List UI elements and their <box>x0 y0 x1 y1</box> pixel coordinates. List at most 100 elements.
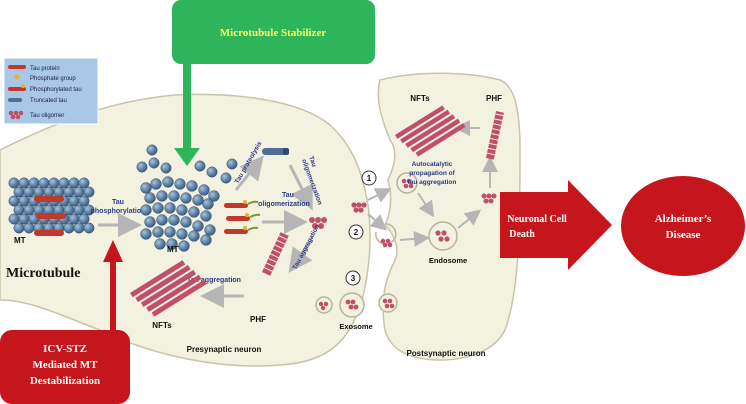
tubulin-subunit <box>18 213 30 225</box>
phf-fibril-right <box>486 111 504 160</box>
tubulin-subunit <box>43 186 55 198</box>
tubulin-subunit <box>204 224 216 236</box>
tubulin-subunit <box>144 216 156 228</box>
uptake-vesicle-1 <box>396 172 418 194</box>
legend-label: Phosphate group <box>30 76 76 82</box>
postsynaptic-neuron-label: Postsynaptic neuron <box>406 349 485 358</box>
nft-tangles-left <box>130 260 207 317</box>
microtubule-stabilizer-label: Microtubule Stabilizer <box>220 27 327 39</box>
tubulin-subunit <box>150 178 162 190</box>
aggregation-arrow <box>288 239 314 273</box>
tau-protein <box>34 230 64 236</box>
tubulin-subunit <box>178 240 190 252</box>
autocatalytic-label: propagation of <box>409 170 455 177</box>
tubulin-subunit <box>8 177 20 189</box>
tubulin-subunit <box>174 178 186 190</box>
tubulin-subunit <box>28 177 40 189</box>
phf-left-label: PHF <box>250 315 266 324</box>
tubulin-subunit <box>226 158 238 170</box>
tubulin-subunit <box>202 198 214 210</box>
endosome-out-arrow <box>457 209 482 229</box>
tau-protein-icon <box>8 65 26 69</box>
step-3-marker: 3 <box>345 270 361 286</box>
tubulin-subunit <box>176 228 188 240</box>
postsynaptic-bud <box>378 293 398 313</box>
legend-label: Tau oligomer <box>30 113 64 119</box>
tubulin-subunit <box>78 195 90 207</box>
tubulin-subunit <box>188 206 200 218</box>
icv-arrow-head <box>103 240 123 262</box>
tubulin-subunit <box>68 177 80 189</box>
tubulin-subunit <box>78 177 90 189</box>
tubulin-subunit <box>63 204 75 216</box>
tubulin-subunit <box>53 186 65 198</box>
tubulin-subunit <box>140 204 152 216</box>
mt-mid-label: MT <box>167 245 179 254</box>
tubulin-subunit <box>156 190 168 202</box>
tau-protein <box>36 213 66 219</box>
svg-text:3: 3 <box>351 274 356 283</box>
tubulin-subunit <box>140 228 152 240</box>
tubulin-subunit <box>68 213 80 225</box>
tubulin-subunit <box>23 186 35 198</box>
endosome-label: Endosome <box>429 256 467 265</box>
tubulin-subunit <box>18 177 30 189</box>
autocatalytic-label: Autocatalytic <box>412 161 453 168</box>
uptake-vesicle-2 <box>375 223 397 248</box>
tubulin-subunit <box>8 213 20 225</box>
endosome <box>428 221 458 251</box>
tau-oligomerization-rot-label: Tau <box>307 155 317 168</box>
tubulin-subunit <box>58 177 70 189</box>
phosphate-group-icon <box>14 74 20 80</box>
truncated-tau-molecule <box>262 148 289 155</box>
exosome <box>339 292 365 318</box>
tubulin-subunit <box>8 195 20 207</box>
stabilizer-arrow-head <box>174 148 200 166</box>
propagating-oligomer <box>481 193 497 204</box>
tubulin-subunit <box>186 180 198 192</box>
icv-stz-label: ICV-STZ <box>43 343 87 355</box>
legend-label: Truncated tau <box>30 98 67 104</box>
exosome-label: Exosome <box>339 322 372 331</box>
tubulin-subunit <box>136 161 148 173</box>
tubulin-subunit <box>73 204 85 216</box>
tubulin-subunit <box>164 226 176 238</box>
tubulin-subunit <box>63 222 75 234</box>
tubulin-subunit <box>194 160 206 172</box>
tubulin-subunit <box>164 202 176 214</box>
tubulin-subunit <box>192 194 204 206</box>
legend-label: Phosphorylated tau <box>30 87 82 93</box>
tubulin-subunit <box>162 176 174 188</box>
svg-text:2: 2 <box>354 228 359 237</box>
tau-phosphorylation-label: Tau <box>112 199 124 206</box>
tubulin-subunit <box>83 186 95 198</box>
tubulin-subunit <box>78 213 90 225</box>
tubulin-subunit <box>166 238 178 250</box>
tau-aggregation-label: Tau aggregation <box>187 277 241 284</box>
phosphorylated-tau-icon <box>8 84 26 91</box>
endosome-arrow-1 <box>417 192 435 218</box>
tubulin-subunit <box>168 190 180 202</box>
step-2-marker: 2 <box>348 224 364 240</box>
mt-left-label: MT <box>14 236 26 245</box>
tubulin-subunit <box>198 184 210 196</box>
nfts-left-label: NFTs <box>152 321 172 330</box>
tubulin-subunit <box>13 204 25 216</box>
tubulin-subunit <box>206 166 218 178</box>
microtubule-label: Microtubule <box>6 266 80 281</box>
tubulin-subunit <box>148 157 160 169</box>
icv-stz-label: Mediated MT <box>32 359 98 371</box>
tau-protein <box>34 196 64 202</box>
phf-fibril-left <box>262 232 289 276</box>
tubulin-subunit <box>180 216 192 228</box>
tubulin-subunit <box>13 186 25 198</box>
tubulin-subunit <box>83 222 95 234</box>
proteolysis-arrow <box>234 155 264 191</box>
tubulin-subunit <box>23 204 35 216</box>
tubulin-subunit <box>73 222 85 234</box>
tubulin-subunit <box>144 192 156 204</box>
tubulin-subunit <box>220 172 232 184</box>
tubulin-subunit <box>160 162 172 174</box>
microtubule-destabilized <box>136 144 238 252</box>
neuronal-death-label: Neuronal Cell <box>507 214 567 225</box>
